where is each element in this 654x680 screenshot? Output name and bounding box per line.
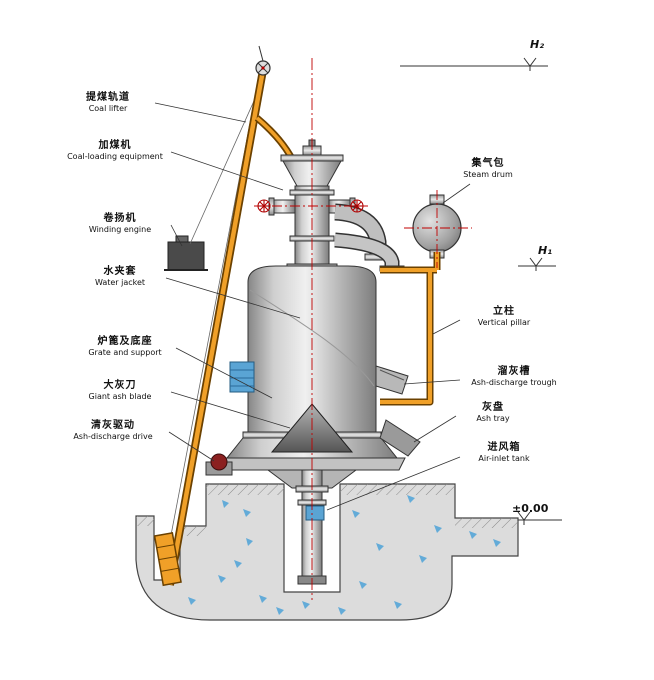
label-water-jacket-en: Water jacket: [94, 278, 146, 287]
label-coal-loading-zh: 加煤机: [98, 140, 132, 151]
level-zero: ±0.00: [512, 502, 549, 515]
coal-carriage: [153, 531, 182, 587]
ash-discharge-drive: [210, 453, 228, 471]
label-coal-lifter: 提煤轨道 Coal lifter: [62, 92, 154, 114]
label-steam-drum-zh: 集气包: [471, 158, 505, 169]
foundation: [135, 483, 519, 621]
label-vertical-pillar: 立柱 Vertical pillar: [462, 306, 546, 328]
label-water-jacket: 水夹套 Water jacket: [75, 266, 165, 288]
label-steam-drum-en: Steam drum: [463, 170, 513, 179]
label-coal-lifter-en: Coal lifter: [88, 104, 128, 113]
label-winding-engine-en: Winding engine: [88, 225, 152, 234]
label-coal-lifter-zh: 提煤轨道: [86, 92, 130, 103]
concrete-speckles: [188, 495, 501, 615]
label-winding-engine: 卷扬机 Winding engine: [70, 213, 170, 235]
label-ash-blade-en: Giant ash blade: [88, 392, 152, 401]
leader-lines: [154, 102, 471, 511]
label-ash-trough: 溜灰槽 Ash-discharge trough: [456, 366, 572, 388]
label-water-jacket-zh: 水夹套: [103, 266, 137, 277]
ash-spout: [379, 419, 421, 457]
level-h2: H₂: [530, 38, 545, 51]
hatch-strip: [206, 484, 284, 495]
label-ash-trough-zh: 溜灰槽: [497, 366, 531, 377]
label-steam-drum: 集气包 Steam drum: [448, 158, 528, 180]
label-ash-tray-en: Ash tray: [476, 414, 510, 423]
hatch-strip: [180, 526, 206, 536]
label-coal-loading: 加煤机 Coal-loading equipment: [60, 140, 170, 162]
label-ash-drive-zh: 清灰驱动: [91, 420, 135, 431]
label-ash-tray-zh: 灰盘: [482, 402, 504, 413]
label-air-inlet: 进风箱 Air-inlet tank: [462, 442, 546, 464]
label-air-inlet-en: Air-inlet tank: [478, 454, 530, 463]
ash-discharge-trough: [375, 365, 409, 395]
label-coal-loading-en: Coal-loading equipment: [67, 152, 163, 161]
steam-drum-assembly: [380, 190, 472, 406]
winding-engine: [164, 235, 208, 271]
hatch-strip: [455, 518, 518, 528]
label-ash-trough-en: Ash-discharge trough: [471, 378, 557, 387]
level-h1: H₁: [538, 244, 553, 257]
label-ash-drive: 清灰驱动 Ash-discharge drive: [58, 420, 168, 442]
air-inlet-tank: [305, 505, 325, 521]
label-grate-support-en: Grate and support: [88, 348, 162, 357]
hatch-strip: [136, 516, 154, 526]
label-air-inlet-zh: 进风箱: [487, 442, 521, 453]
label-ash-tray: 灰盘 Ash tray: [458, 402, 528, 424]
coal-lifter-rail: [166, 45, 302, 586]
side-tank: [229, 361, 255, 393]
centerlines: [254, 58, 368, 600]
label-vertical-pillar-zh: 立柱: [493, 306, 515, 317]
valve-handwheels: [257, 199, 364, 213]
label-ash-blade: 大灰刀 Giant ash blade: [70, 380, 170, 402]
label-ash-blade-zh: 大灰刀: [103, 380, 137, 391]
label-ash-drive-en: Ash-discharge drive: [73, 432, 153, 441]
label-grate-support: 炉篦及底座 Grate and support: [75, 336, 175, 358]
label-vertical-pillar-en: Vertical pillar: [477, 318, 531, 327]
label-winding-engine-zh: 卷扬机: [103, 213, 137, 224]
label-grate-support-zh: 炉篦及底座: [97, 336, 153, 347]
hatch-strip: [340, 484, 455, 495]
